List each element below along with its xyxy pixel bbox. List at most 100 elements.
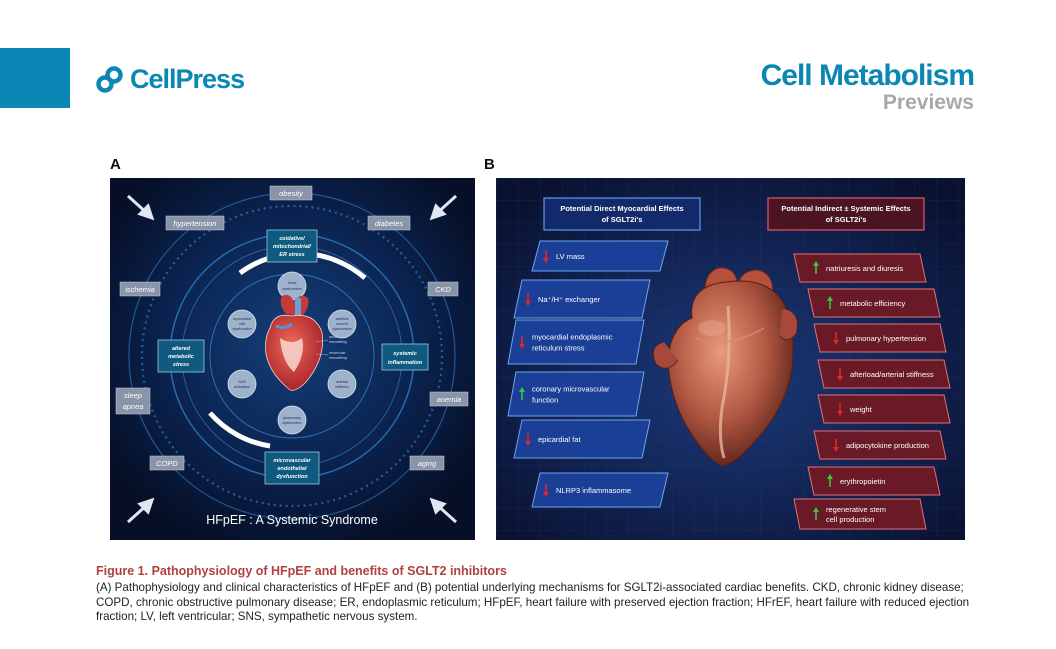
inner-circle-sns xyxy=(227,369,257,399)
svg-text:dysfunction: dysfunction xyxy=(232,327,251,331)
right-effect-label: pulmonary hypertension xyxy=(846,334,926,343)
brand[interactable]: CellPress xyxy=(96,64,245,95)
svg-text:sleep: sleep xyxy=(124,391,142,400)
left-effect-item: myocardial endoplasmic reticulum stress xyxy=(507,319,645,365)
outer-label-aging: aging xyxy=(409,455,445,471)
svg-text:apnea: apnea xyxy=(123,402,144,411)
inner-circle-arterial xyxy=(327,369,357,399)
svg-text:obesity: obesity xyxy=(279,189,304,198)
outer-label-anemia: anemia xyxy=(429,391,469,407)
svg-text:ER stress: ER stress xyxy=(279,252,304,258)
right-effect-label: adipocytokine production xyxy=(846,441,929,450)
svg-text:dysfunction: dysfunction xyxy=(276,474,308,480)
arrow-up-icon xyxy=(827,474,833,487)
svg-text:COPD: COPD xyxy=(156,459,178,468)
svg-text:remodeling: remodeling xyxy=(329,340,347,344)
svg-text:of SGLT2i's: of SGLT2i's xyxy=(826,215,867,224)
panel-a-figure: obesity hypertension diabetes ischemia C… xyxy=(110,178,475,540)
right-effect-item: natriuresis and diuresis xyxy=(793,253,927,283)
svg-text:activation: activation xyxy=(234,385,250,389)
right-effect-label: regenerative stem xyxy=(826,505,886,514)
svg-text:systemic: systemic xyxy=(393,351,417,357)
svg-text:cell: cell xyxy=(239,322,245,326)
inner-circle-pulmonary xyxy=(277,405,307,435)
svg-text:Potential Direct Myocardial Ef: Potential Direct Myocardial Effects xyxy=(560,204,683,213)
svg-text:remodeling: remodeling xyxy=(329,356,347,360)
mid-box-systemic-inflammation: systemic inflammation xyxy=(381,343,429,371)
svg-text:SNS: SNS xyxy=(238,380,246,384)
outer-label-diabetes: diabetes xyxy=(367,215,411,231)
svg-text:of SGLT2i's: of SGLT2i's xyxy=(602,215,643,224)
arrow-down-icon xyxy=(525,433,531,446)
panel-a-diagram: obesity hypertension diabetes ischemia C… xyxy=(110,178,475,540)
arrow-down-icon xyxy=(833,439,839,452)
right-effect-item: afterload/arterial stiffness xyxy=(817,359,951,389)
cellpress-logo-icon xyxy=(96,65,123,93)
mid-box-oxidative-stress: oxidative/ mitochondrial/ ER stress xyxy=(266,229,318,263)
svg-text:myocardial: myocardial xyxy=(233,317,252,321)
panel-a-letter: A xyxy=(110,156,121,173)
arrow-down-icon xyxy=(519,336,525,349)
arrow-down-icon xyxy=(837,403,843,416)
left-effect-item: Na⁺/H⁺ exchanger xyxy=(513,279,651,319)
right-effects-list: natriuresis and diuresis metabolic effici… xyxy=(793,253,951,530)
right-header: Potential Indirect ± Systemic Effects of… xyxy=(767,197,925,231)
svg-text:atrial: atrial xyxy=(329,335,337,339)
left-effect-item: NLRP3 inflammasome xyxy=(531,472,669,508)
outer-label-ckd: CKD xyxy=(427,281,459,297)
panel-b-letter: B xyxy=(484,156,495,173)
arrow-up-icon xyxy=(519,387,525,400)
left-effect-label: NLRP3 inflammasome xyxy=(556,486,631,495)
svg-text:diabetes: diabetes xyxy=(375,219,404,228)
svg-text:ischemia: ischemia xyxy=(125,285,155,294)
heart-3d-illustration xyxy=(652,267,798,467)
svg-text:Potential Indirect ± Systemic: Potential Indirect ± Systemic Effects xyxy=(781,204,910,213)
right-effect-item: weight xyxy=(817,394,951,424)
svg-text:stiffness: stiffness xyxy=(335,385,349,389)
left-effect-label: LV mass xyxy=(556,252,585,261)
left-effect-item: coronary microvascular function xyxy=(507,371,645,417)
svg-text:CKD: CKD xyxy=(435,285,451,294)
outer-label-copd: COPD xyxy=(149,455,185,471)
journal-header: Cell Metabolism Previews xyxy=(761,60,975,114)
svg-text:muscle: muscle xyxy=(336,322,348,326)
brand-name: CellPress xyxy=(130,64,245,94)
right-effect-item: metabolic efficiency xyxy=(807,288,941,318)
left-effect-label: epicardial fat xyxy=(538,435,581,444)
panel-b-figure: Potential Direct Myocardial Effects of S… xyxy=(496,178,965,540)
right-effect-label: cell production xyxy=(826,515,874,524)
right-effect-label: natriuresis and diuresis xyxy=(826,264,903,273)
right-effect-label: afterload/arterial stiffness xyxy=(850,370,934,379)
right-effect-label: erythropoietin xyxy=(840,477,885,486)
heart-illustration xyxy=(265,294,324,391)
inner-circle-skeletal xyxy=(327,309,357,339)
svg-text:aging: aging xyxy=(418,459,437,468)
arrow-down-icon xyxy=(543,484,549,497)
left-effect-label: coronary microvascular xyxy=(532,385,610,394)
left-effect-label: function xyxy=(532,396,558,405)
left-effect-item: LV mass xyxy=(531,240,669,272)
left-effect-item: epicardial fat xyxy=(513,419,651,459)
arrow-up-icon xyxy=(813,507,819,520)
svg-text:anemia: anemia xyxy=(437,395,462,404)
svg-text:dysfunction: dysfunction xyxy=(332,327,351,331)
arrow-up-icon xyxy=(827,296,833,309)
panel-b-diagram: Potential Direct Myocardial Effects of S… xyxy=(496,178,965,540)
left-header: Potential Direct Myocardial Effects of S… xyxy=(543,197,701,231)
arrow-down-icon xyxy=(525,293,531,306)
left-effect-label: Na⁺/H⁺ exchanger xyxy=(538,295,601,304)
svg-text:metabolic: metabolic xyxy=(168,354,194,360)
caption-body: (A) Pathophysiology and clinical charact… xyxy=(96,581,970,623)
left-effect-label: reticulum stress xyxy=(532,344,585,353)
svg-text:microvascular: microvascular xyxy=(273,458,311,464)
mid-box-metabolic-stress: altered metabolic stress xyxy=(157,339,205,373)
svg-text:endothelial: endothelial xyxy=(277,466,307,472)
svg-text:hypertension: hypertension xyxy=(174,219,217,228)
header-color-block xyxy=(0,48,70,108)
svg-text:stress: stress xyxy=(173,362,189,368)
left-effect-label: myocardial endoplasmic xyxy=(532,333,613,342)
arrow-up-icon xyxy=(813,261,819,274)
